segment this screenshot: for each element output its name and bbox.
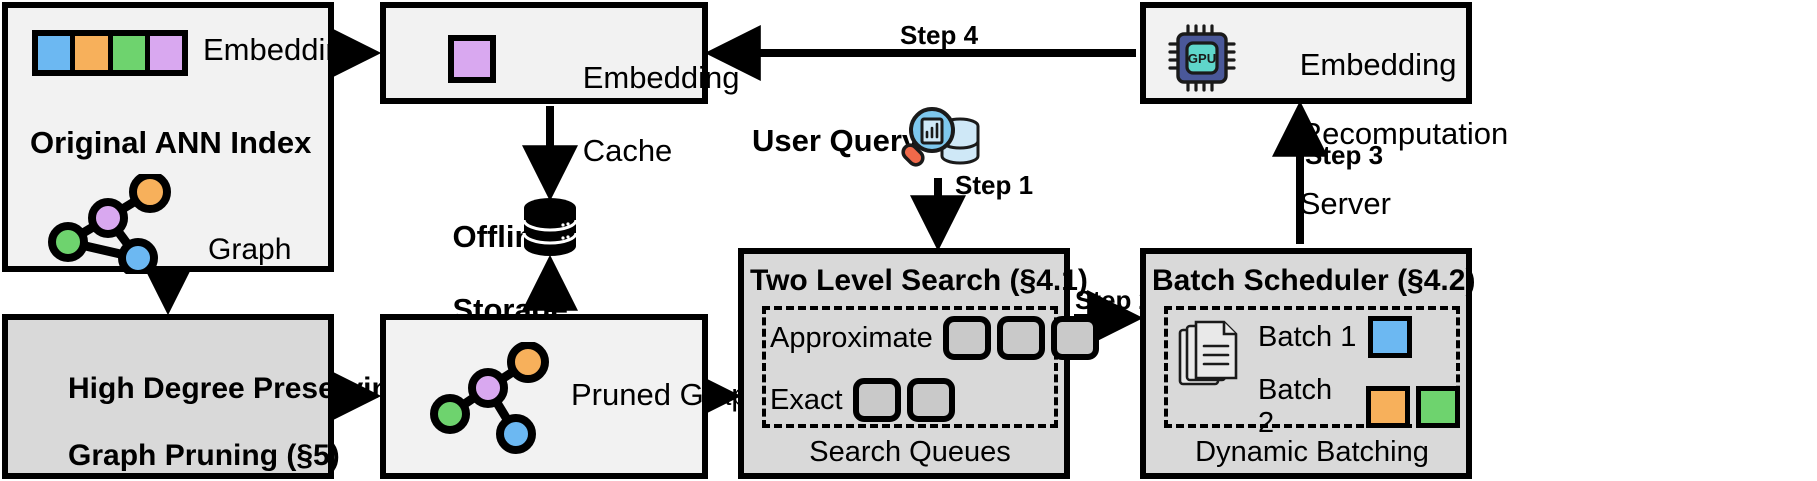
queue-row-exact: Exact [770, 378, 961, 422]
queue-cells-exact [852, 378, 961, 422]
search-queues-group [762, 306, 1058, 428]
dynamic-batching-group [1164, 306, 1460, 428]
batch-row-1: Batch 1 [1258, 316, 1418, 358]
step-1-label: Step 1 [955, 170, 1034, 200]
ann-index-title: Original ANN Index [30, 125, 312, 160]
embedding-cache-line2: Cache [582, 132, 673, 168]
user-query-label: User Query [752, 123, 920, 158]
queue-cell[interactable] [906, 378, 955, 422]
queue-cell[interactable] [996, 316, 1045, 360]
pruned-graph-box: Pruned Graph [380, 314, 766, 479]
purple-square-icon [448, 35, 496, 83]
original-ann-index-box: Embedding Original ANN Index Graph [2, 2, 360, 274]
pruned-graph-icon [430, 342, 549, 454]
gpu-chip-text: GPU [1188, 51, 1216, 66]
batch-scheduler-box: Batch Scheduler (§4.2) Batch 1 Batch 2 [1140, 248, 1476, 479]
batch-scheduler-title: Batch Scheduler (§4.2) [1152, 264, 1476, 297]
database-cylinder-icon [522, 198, 578, 256]
two-level-search-box: Two Level Search (§4.1) Approximate Exac… [738, 248, 1099, 479]
step-3-label: Step 3 [1305, 140, 1384, 170]
queue-label-approximate: Approximate [770, 321, 933, 354]
embedding-label: Embedding [203, 32, 360, 67]
graph-label: Graph [208, 233, 292, 266]
embedding-vector-icon [32, 30, 188, 76]
queue-cell[interactable] [852, 378, 901, 422]
embedding-cache-title: Embedding Cache [531, 23, 740, 206]
recomputation-server-title: Embedding Recomputation Server [1248, 13, 1509, 256]
batch-chip-blue[interactable] [1368, 316, 1413, 358]
magnifier-document-database-icon [901, 107, 980, 167]
graph-pruning-title: High Degree Preserving Graph Pruning (§5… [18, 338, 408, 481]
queue-row-approximate: Approximate [770, 316, 1105, 360]
batch-row-2: Batch 2 [1258, 374, 1466, 440]
batch-2-chips [1366, 386, 1466, 428]
embedding-cache-line1: Embedding [582, 59, 740, 95]
recomputation-server-line1: Embedding [1299, 46, 1457, 82]
recomputation-server-line2: Recomputation [1299, 116, 1509, 152]
ann-graph-icon [48, 174, 171, 274]
queue-label-exact: Exact [770, 383, 843, 416]
embedding-recomputation-server-box: GPU Embedding Recomputation Server [1140, 2, 1508, 220]
queue-cells-approximate [942, 316, 1105, 360]
documents-stack-icon [1178, 320, 1238, 386]
batch-chip-orange[interactable] [1366, 386, 1410, 428]
graph-pruning-box: High Degree Preserving Graph Pruning (§5… [2, 314, 408, 481]
dynamic-batching-subtitle: Dynamic Batching [1195, 436, 1429, 468]
two-level-search-title: Two Level Search (§4.1) [750, 264, 1088, 297]
batch-1-chips [1368, 316, 1418, 358]
graph-pruning-line1: High Degree Preserving [68, 371, 409, 405]
step-4-label: Step 4 [900, 20, 979, 50]
recomputation-server-line3: Server [1299, 185, 1391, 221]
queue-cell[interactable] [1050, 316, 1099, 360]
queue-cell[interactable] [942, 316, 991, 360]
pruned-graph-label: Pruned Graph [571, 377, 766, 412]
gpu-chip-icon: GPU [1168, 24, 1236, 92]
search-queues-subtitle: Search Queues [809, 436, 1011, 468]
batch-chip-green[interactable] [1416, 386, 1460, 428]
embedding-cache-box: Embedding Cache [380, 2, 740, 168]
batch-2-label: Batch 2 [1258, 374, 1333, 439]
batch-1-label: Batch 1 [1258, 320, 1357, 353]
graph-pruning-line2: Graph Pruning (§5) [68, 438, 340, 472]
